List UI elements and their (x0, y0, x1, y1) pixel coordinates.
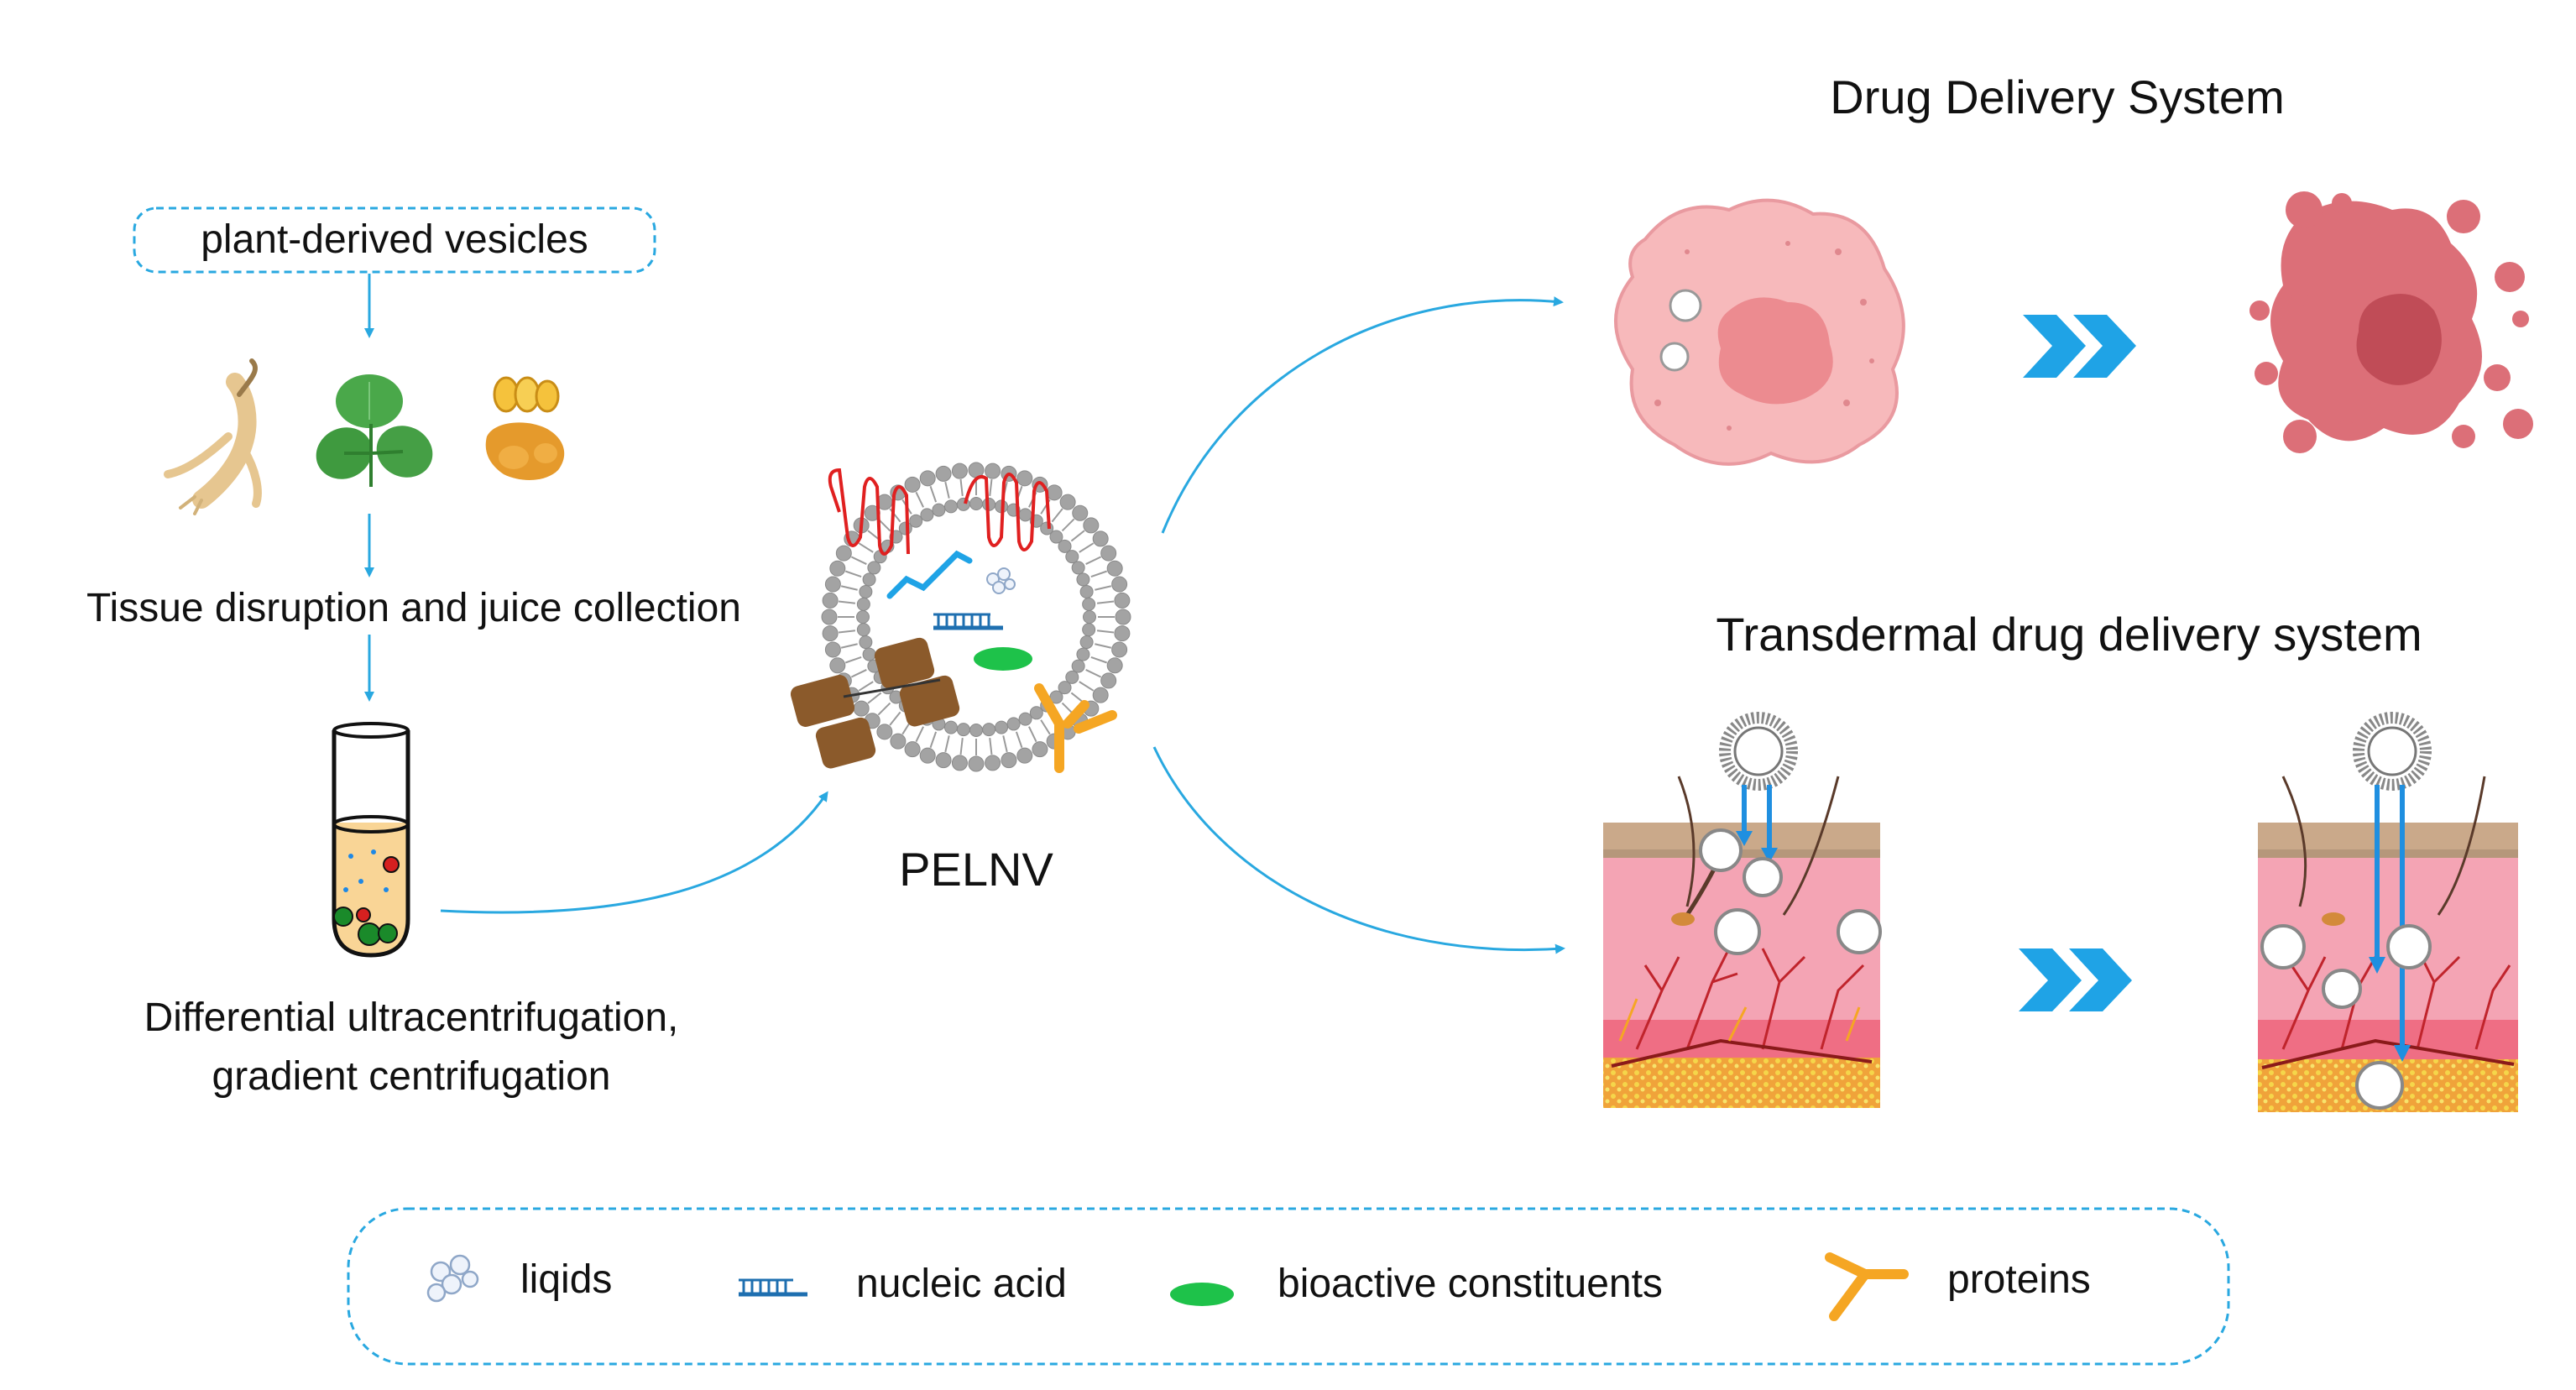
dds-title: Drug Delivery System (1830, 71, 2284, 123)
protein-receptor-inside (1034, 683, 1117, 773)
legend: liqids nucleic acid bioactive constituen… (347, 1207, 2230, 1366)
source-box (133, 206, 656, 274)
centrifuge-tube-icon (332, 722, 410, 958)
legend-label-bioactive: bioactive constituents (1278, 1262, 1663, 1306)
legend-label-nucleic-acid: nucleic acid (856, 1262, 1067, 1306)
tdds-chevron-icon (2019, 948, 2132, 1011)
membrane-transporters (790, 637, 960, 769)
source-label: plant-derived vesicles (201, 217, 588, 262)
arrow-tube-to-vesicle (440, 791, 828, 914)
protein-receptor-icon (1825, 1252, 1909, 1321)
arrow-vesicle-to-dds (1161, 296, 1564, 534)
rna-strand (886, 550, 973, 599)
arrow-vesicle-to-tdds (1152, 746, 1565, 954)
transdermal-panel: Transdermal drug delivery system (1603, 608, 2518, 1112)
bioactive-inside (974, 647, 1032, 671)
turmeric-icon (485, 376, 565, 480)
nucleic-acid-icon (739, 1278, 807, 1297)
nucleic-acid-inside (933, 613, 1003, 630)
lipid-cluster-icon (426, 1254, 479, 1303)
centrifugation-label-line2: gradient centrifugation (212, 1054, 611, 1099)
vesicle-label: PELNV (899, 843, 1053, 896)
preparation-pipeline: plant-derived vesicles Tissue disru (86, 206, 828, 1099)
transmembrane-protein-right (964, 473, 1051, 551)
centrifugation-label-line1: Differential ultracentrifugation, (144, 995, 679, 1040)
burst-cell-icon (2249, 191, 2533, 453)
lipid-cluster-inside (986, 567, 1016, 594)
bioactive-blob-icon (1170, 1283, 1234, 1306)
pelnv-vesicle: PELNV (790, 462, 1131, 896)
healthy-cell-icon (1614, 198, 1905, 466)
dds-chevron-icon (2023, 315, 2136, 378)
disruption-label: Tissue disruption and juice collection (86, 586, 741, 630)
legend-box (347, 1207, 2230, 1366)
legend-label-proteins: proteins (1947, 1257, 2091, 1302)
drug-delivery-panel: Drug Delivery System (1614, 71, 2533, 466)
transmembrane-protein-left (828, 468, 910, 556)
tdds-title: Transdermal drug delivery system (1716, 608, 2422, 661)
ginseng-icon (164, 358, 262, 515)
lipid-bilayer (821, 462, 1131, 772)
skin-section-before (1603, 712, 1882, 1108)
legend-label-lipids: liqids (520, 1257, 612, 1302)
skin-section-after (2258, 712, 2518, 1112)
strawberry-leaf-icon (316, 374, 433, 487)
